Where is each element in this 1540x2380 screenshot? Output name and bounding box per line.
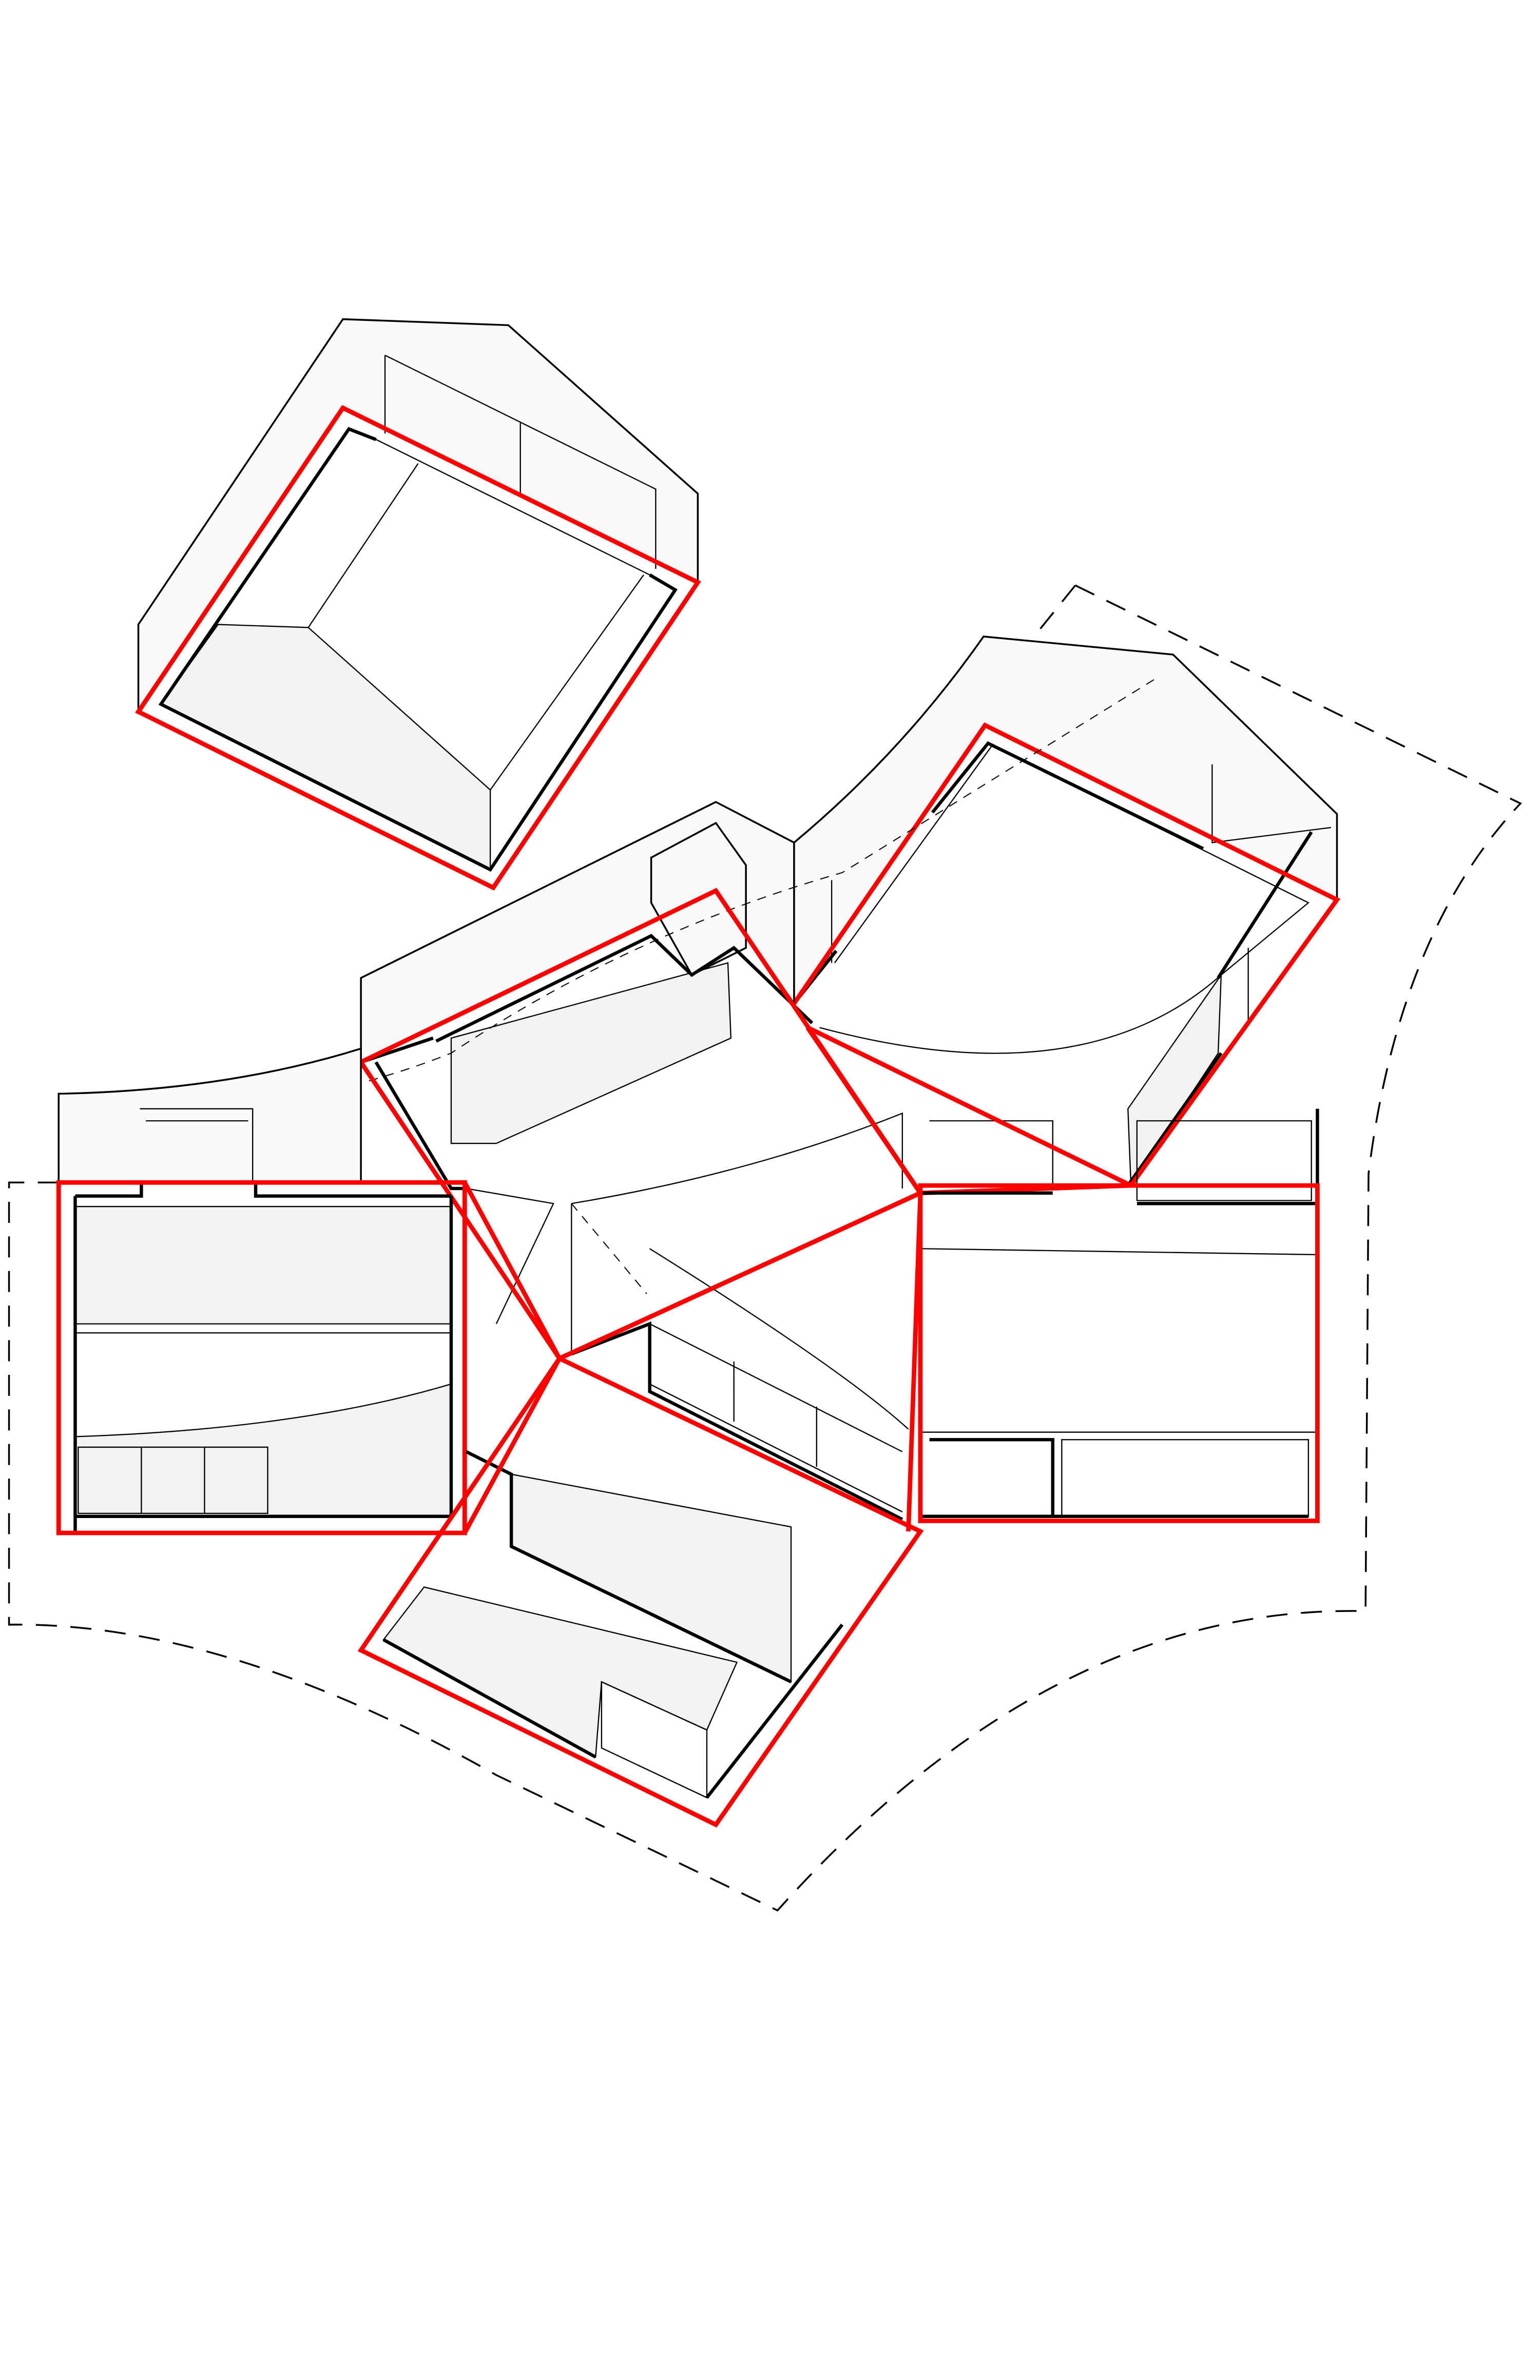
site-boundary (8, 584, 1522, 1912)
red-outline (135, 405, 701, 891)
left-wing (56, 1047, 467, 1536)
floor-top (74, 1206, 452, 1325)
walls (158, 427, 678, 872)
site-boundary-curve (1037, 585, 1076, 633)
facade (793, 636, 1338, 1007)
inner-lines (920, 1120, 1318, 1433)
center-lines (466, 1112, 909, 1430)
walls (793, 741, 1313, 1187)
floor-bottom (74, 1383, 452, 1517)
dashed-overhead (75, 677, 1159, 1294)
louvers-top (1136, 1120, 1312, 1201)
right-wing (918, 1108, 1320, 1523)
louvers-bottom (1061, 1439, 1309, 1517)
windows (75, 1108, 451, 1514)
hub-floor (450, 962, 732, 1144)
center-hub (75, 677, 1159, 1430)
red-link-lines (463, 1025, 1132, 1534)
facade (57, 1047, 362, 1184)
roof-lines (307, 354, 657, 791)
top-right-house (792, 636, 1341, 1196)
red-outline (918, 1183, 1320, 1523)
walls (918, 1108, 1319, 1518)
red-outline (357, 1355, 924, 1828)
top-left-house (135, 318, 701, 891)
walls (382, 1321, 903, 1799)
bottom-wing (357, 1321, 924, 1828)
walls (73, 1182, 453, 1533)
